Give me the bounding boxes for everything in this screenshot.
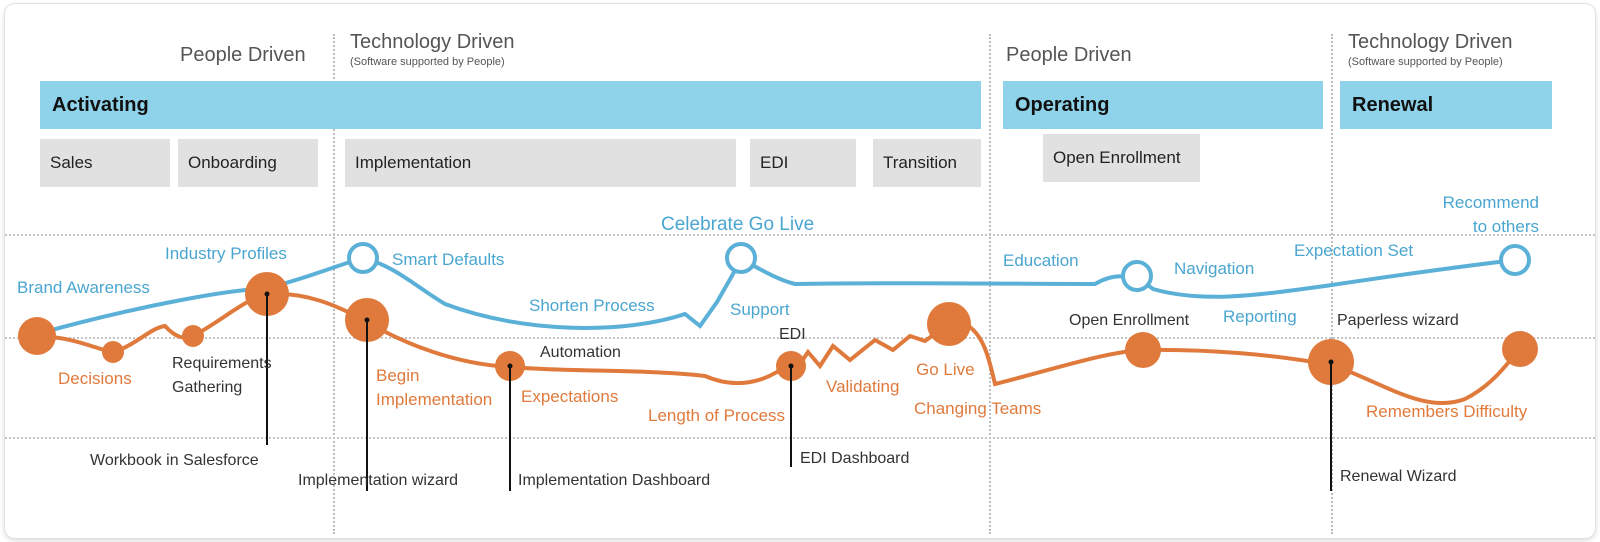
stage-implementation: Implementation — [345, 139, 736, 187]
tool-renewal-wizard: Renewal Wizard — [1340, 468, 1457, 485]
tech-node-smart-defaults — [347, 242, 379, 274]
zone-subtitle: (Software supported by People) — [350, 56, 505, 68]
pin-renewal-wizard — [1330, 363, 1332, 491]
label-paperless-wizard: Paperless wizard — [1337, 312, 1459, 329]
guide-line-middle — [5, 337, 1595, 339]
zone-title-technology-driven: Technology Driven — [350, 31, 515, 53]
people-node-requirements — [182, 325, 204, 347]
zone-subtitle: (Software supported by People) — [1348, 56, 1503, 68]
label-smart-defaults: Smart Defaults — [392, 250, 505, 269]
people-node-open-enrollment — [1125, 332, 1161, 368]
tech-node-recommend — [1499, 244, 1531, 276]
tool-edi-dashboard: EDI Dashboard — [800, 450, 910, 467]
label-industry-profiles: Industry Profiles — [165, 244, 287, 263]
label-changing-teams: Changing Teams — [914, 399, 1042, 418]
label-navigation: Navigation — [1174, 259, 1255, 278]
label-reporting: Reporting — [1223, 307, 1297, 326]
people-node-decisions — [102, 341, 124, 363]
people-node-end — [1502, 331, 1538, 367]
label-decisions: Decisions — [58, 369, 132, 388]
label-expectation-set: Expectation Set — [1294, 241, 1414, 260]
tech-node-celebrate-go-live — [725, 242, 757, 274]
journey-curves — [18, 242, 1538, 405]
zone-title-technology-driven: Technology Driven — [1348, 31, 1513, 53]
label-education: Education — [1003, 251, 1079, 270]
stage-transition: Transition — [873, 139, 981, 187]
label-remembers-difficulty: Remembers Difficulty — [1366, 402, 1528, 421]
guide-line-top — [5, 234, 1595, 236]
label-brand-awareness: Brand Awareness — [17, 278, 150, 297]
label-expectations: Expectations — [521, 387, 619, 406]
tool-implementation-wizard: Implementation wizard — [298, 472, 459, 489]
pin-dot — [788, 363, 794, 369]
label-support: Support — [730, 300, 790, 319]
tool-implementation-dashboard: Implementation Dashboard — [518, 472, 711, 489]
pin-dot — [264, 291, 270, 297]
people-node-start — [18, 317, 56, 355]
pin-dot — [507, 363, 513, 369]
journey-map: People Driven Technology Driven (Softwar… — [5, 4, 1595, 538]
tool-workbook-in-salesforce: Workbook in Salesforce — [90, 452, 259, 469]
pin-implementation-wizard — [366, 321, 368, 491]
label-open-enrollment: Open Enrollment — [1069, 312, 1190, 329]
pin-dot — [364, 317, 370, 323]
phase-activating: Activating — [40, 81, 981, 129]
label-recommend-to-others: Recommend to others — [1442, 193, 1539, 236]
pin-dot — [1328, 359, 1334, 365]
label-begin-implementation: Begin Implementation — [376, 366, 493, 409]
label-edi: EDI — [779, 326, 806, 343]
label-requirements-gathering: Requirements Gathering — [172, 355, 272, 396]
guide-line-bottom — [5, 437, 1595, 439]
label-celebrate-go-live: Celebrate Go Live — [661, 214, 815, 235]
zone-divider — [333, 34, 335, 534]
stage-open-enrollment: Open Enrollment — [1043, 134, 1200, 182]
label-shorten-process: Shorten Process — [529, 296, 655, 315]
label-validating: Validating — [826, 377, 900, 396]
label-automation: Automation — [540, 344, 621, 361]
zone-title-people-driven: People Driven — [180, 44, 306, 66]
stage-edi: EDI — [750, 139, 856, 187]
label-go-live: Go Live — [916, 360, 975, 379]
tech-node-navigation — [1121, 260, 1153, 292]
phase-renewal: Renewal — [1340, 81, 1552, 129]
zone-title-people-driven: People Driven — [1006, 44, 1132, 66]
label-length-of-process: Length of Process — [648, 406, 786, 425]
people-node-go-live — [927, 302, 971, 346]
pin-workbook — [266, 295, 268, 445]
stage-sales: Sales — [40, 139, 170, 187]
stage-onboarding: Onboarding — [178, 139, 318, 187]
phase-operating: Operating — [1003, 81, 1323, 129]
pin-implementation-dashboard — [509, 367, 511, 491]
pin-edi-dashboard — [790, 367, 792, 467]
